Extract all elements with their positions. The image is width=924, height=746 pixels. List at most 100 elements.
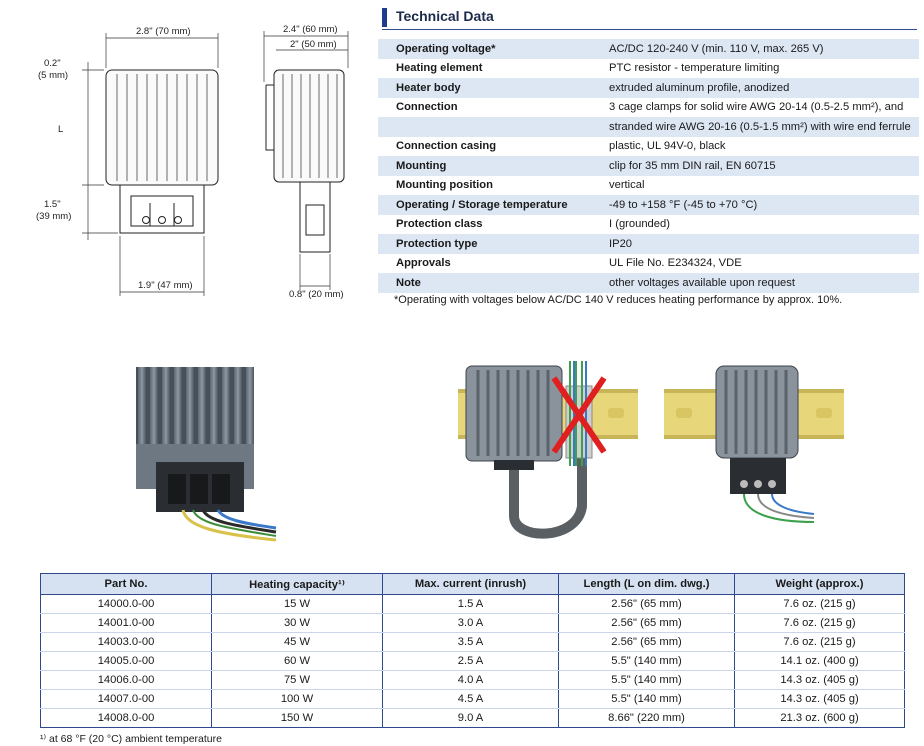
cell-capacity: 15 W bbox=[211, 594, 383, 614]
spec-label: Heater body bbox=[378, 78, 603, 98]
col-header-weight: Weight (approx.) bbox=[734, 573, 905, 595]
cell-current: 4.5 A bbox=[382, 689, 559, 709]
dim-width-top: 2.8" (70 mm) bbox=[136, 26, 191, 37]
dim-side-top: 2.4" (60 mm) bbox=[283, 24, 338, 35]
cell-part-no: 14006.0-00 bbox=[40, 670, 212, 690]
spec-row: Operating / Storage temperature-49 to +1… bbox=[378, 195, 919, 215]
dim-side-bottom: 0.8" (20 mm) bbox=[289, 289, 344, 300]
dim-offset-bottom-a: 1.5" bbox=[44, 199, 61, 210]
spec-row: Protection class I (grounded) bbox=[378, 215, 919, 235]
cell-current: 1.5 A bbox=[382, 594, 559, 614]
spec-label: Protection class bbox=[396, 218, 483, 231]
cell-length: 5.5" (140 mm) bbox=[558, 651, 735, 671]
cell-weight: 21.3 oz. (600 g) bbox=[734, 708, 905, 728]
cell-length: 8.66" (220 mm) bbox=[558, 708, 735, 728]
cell-weight: 7.6 oz. (215 g) bbox=[734, 594, 905, 614]
spec-label: Operating / Storage temperature bbox=[378, 195, 603, 215]
dim-offset-bottom-b: (39 mm) bbox=[36, 211, 71, 222]
spec-row: Connection casing plastic, UL 94V-0, blac… bbox=[378, 137, 919, 157]
spec-label: Protection type bbox=[378, 234, 603, 254]
cell-current: 9.0 A bbox=[382, 708, 559, 728]
technical-data-table: Operating voltage*AC/DC 120-240 V (min. … bbox=[378, 39, 919, 293]
cell-part-no: 14001.0-00 bbox=[40, 613, 212, 633]
spec-value: UL File No. E234324, VDE bbox=[609, 257, 742, 270]
cell-current: 3.5 A bbox=[382, 632, 559, 652]
spec-label: Mounting position bbox=[396, 179, 493, 192]
dim-offset-top-b: (5 mm) bbox=[38, 70, 68, 81]
cell-current: 3.0 A bbox=[382, 613, 559, 633]
spec-value: stranded wire AWG 20-16 (0.5-1.5 mm²) wi… bbox=[603, 117, 919, 137]
heater-photo bbox=[136, 367, 277, 542]
spec-label: Connection bbox=[396, 101, 458, 114]
cell-part-no: 14007.0-00 bbox=[40, 689, 212, 709]
correct-mounting-illustration bbox=[664, 365, 844, 523]
col-header-heating-capacity: Heating capacity¹⁾ bbox=[211, 573, 383, 595]
cell-length: 2.56" (65 mm) bbox=[558, 594, 735, 614]
parts-header-row: Part No. Heating capacity¹⁾ Max. current… bbox=[40, 573, 905, 595]
technical-data-title: Technical Data bbox=[396, 8, 494, 24]
spec-label: Connection casing bbox=[396, 140, 497, 153]
cell-part-no: 14008.0-00 bbox=[40, 708, 212, 728]
cell-capacity: 45 W bbox=[211, 632, 383, 652]
cell-capacity: 150 W bbox=[211, 708, 383, 728]
dim-offset-top-a: 0.2" bbox=[44, 58, 61, 69]
spec-value: plastic, UL 94V-0, black bbox=[609, 140, 726, 153]
spec-value: extruded aluminum profile, anodized bbox=[603, 78, 919, 98]
cell-part-no: 14000.0-00 bbox=[40, 594, 212, 614]
cell-part-no: 14005.0-00 bbox=[40, 651, 212, 671]
col-header-length: Length (L on dim. dwg.) bbox=[558, 573, 735, 595]
cell-current: 4.0 A bbox=[382, 670, 559, 690]
cell-capacity: 75 W bbox=[211, 670, 383, 690]
cell-capacity: 30 W bbox=[211, 613, 383, 633]
spec-value: IP20 bbox=[603, 234, 919, 254]
side-view bbox=[265, 69, 345, 253]
spec-value: vertical bbox=[609, 179, 645, 192]
cell-length: 5.5" (140 mm) bbox=[558, 689, 735, 709]
spec-value: AC/DC 120-240 V (min. 110 V, max. 265 V) bbox=[603, 39, 919, 59]
spec-value: clip for 35 mm DIN rail, EN 60715 bbox=[603, 156, 919, 176]
cell-weight: 14.3 oz. (405 g) bbox=[734, 689, 905, 709]
spec-row: Mounting position vertical bbox=[378, 176, 919, 196]
spec-label: Note bbox=[378, 273, 603, 293]
spec-row: Approvals UL File No. E234324, VDE bbox=[378, 254, 919, 274]
spec-value: I (grounded) bbox=[609, 218, 670, 231]
cell-current: 2.5 A bbox=[382, 651, 559, 671]
title-rule bbox=[382, 29, 917, 30]
spec-label: Operating voltage* bbox=[378, 39, 603, 59]
cell-weight: 7.6 oz. (215 g) bbox=[734, 613, 905, 633]
spec-label: Approvals bbox=[396, 257, 451, 270]
cell-length: 2.56" (65 mm) bbox=[558, 613, 735, 633]
ambient-footnote: ¹⁾ at 68 °F (20 °C) ambient temperature bbox=[40, 733, 222, 745]
accent-bar bbox=[382, 8, 387, 27]
cell-capacity: 60 W bbox=[211, 651, 383, 671]
wrong-mounting-illustration bbox=[458, 361, 638, 539]
cell-length: 5.5" (140 mm) bbox=[558, 670, 735, 690]
cell-weight: 14.1 oz. (400 g) bbox=[734, 651, 905, 671]
spec-label: Mounting bbox=[378, 156, 603, 176]
dimension-drawing: 2.8" (70 mm) 1.9" (47 mm) 0.2" (5 mm) L … bbox=[36, 24, 349, 300]
col-header-part-no: Part No. bbox=[40, 573, 212, 595]
cell-length: 2.56" (65 mm) bbox=[558, 632, 735, 652]
dim-width-bottom: 1.9" (47 mm) bbox=[138, 280, 193, 291]
spec-row: Operating voltage*AC/DC 120-240 V (min. … bbox=[378, 39, 919, 59]
parts-table: Part No. Heating capacity¹⁾ Max. current… bbox=[40, 573, 905, 728]
spec-value: -49 to +158 °F (-45 to +70 °C) bbox=[603, 195, 919, 215]
spec-row: stranded wire AWG 20-16 (0.5-1.5 mm²) wi… bbox=[378, 117, 919, 137]
spec-value: other voltages available upon request bbox=[603, 273, 919, 293]
technical-data-header: Technical Data bbox=[382, 6, 917, 30]
voltage-footnote: *Operating with voltages below AC/DC 140… bbox=[394, 294, 843, 306]
cell-weight: 7.6 oz. (215 g) bbox=[734, 632, 905, 652]
dim-length-label: L bbox=[58, 124, 63, 135]
